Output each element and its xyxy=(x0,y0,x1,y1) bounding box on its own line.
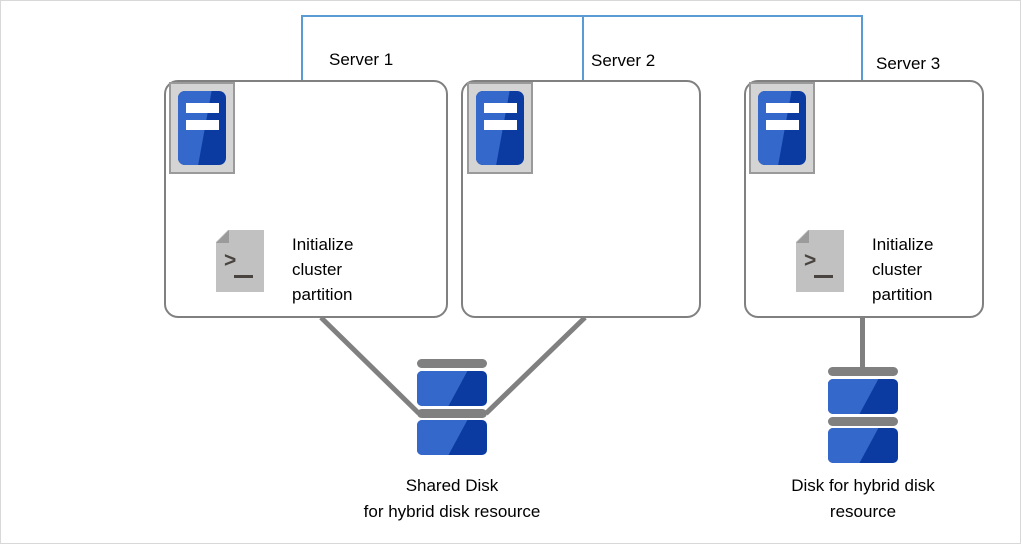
script-document-icon-3: > xyxy=(796,230,844,292)
document-fold-corner xyxy=(216,230,229,243)
network-drop-server-3 xyxy=(861,15,863,81)
server-1-label: Server 1 xyxy=(329,50,394,69)
server-icon-bar xyxy=(484,103,517,113)
caption-line: Disk for hybrid disk xyxy=(791,476,935,495)
action-line: cluster xyxy=(872,259,923,279)
action-line: Initialize xyxy=(872,235,934,254)
prompt-caret-icon: > xyxy=(804,249,817,272)
server-3-label: Server 3 xyxy=(876,54,941,73)
disk-platter-bar xyxy=(828,367,898,376)
server-icon-bar xyxy=(766,120,799,130)
prompt-cursor-icon xyxy=(814,275,833,278)
server-icon-bar xyxy=(186,120,219,130)
disk-highlight xyxy=(417,420,468,455)
server-icon-body xyxy=(758,91,806,165)
action-line: Initialize xyxy=(292,235,354,254)
disk-body-lower xyxy=(828,428,898,463)
prompt-cursor-icon xyxy=(234,275,253,278)
caption-line: Shared Disk xyxy=(405,476,499,495)
connector-server1-shared-disk xyxy=(319,315,421,416)
disk-body-upper xyxy=(828,379,898,414)
disk-highlight xyxy=(828,379,879,414)
hybrid-disk-icon[interactable] xyxy=(828,367,898,463)
server-1-action-text: Initialize cluster partition xyxy=(292,233,353,308)
script-document-icon-1: > xyxy=(216,230,264,292)
server-icon-2 xyxy=(467,82,533,174)
shared-disk-caption: Shared Disk for hybrid disk resource xyxy=(302,473,602,524)
disk-platter-bar xyxy=(417,359,487,368)
disk-platter-bar xyxy=(417,409,487,418)
disk-highlight xyxy=(417,371,468,406)
disk-body-upper xyxy=(417,371,487,406)
disk-platter-bar xyxy=(828,417,898,426)
server-icon-body xyxy=(178,91,226,165)
shared-disk-icon[interactable] xyxy=(417,359,487,455)
server-icon-1 xyxy=(169,82,235,174)
action-line: partition xyxy=(872,284,933,304)
connector-server2-shared-disk xyxy=(484,315,587,416)
server-icon-bar xyxy=(484,120,517,130)
hybrid-disk-caption: Disk for hybrid disk resource xyxy=(713,473,1013,524)
disk-highlight xyxy=(828,428,879,463)
prompt-caret-icon: > xyxy=(224,249,237,272)
disk-body-lower xyxy=(417,420,487,455)
network-drop-server-1 xyxy=(301,15,303,81)
caption-line: resource xyxy=(829,501,897,521)
server-icon-3 xyxy=(749,82,815,174)
action-line: partition xyxy=(292,284,353,304)
network-drop-server-2 xyxy=(582,15,584,81)
server-3-action-text: Initialize cluster partition xyxy=(872,233,933,308)
caption-line: for hybrid disk resource xyxy=(363,501,541,521)
server-2-label: Server 2 xyxy=(591,51,656,70)
server-icon-body xyxy=(476,91,524,165)
server-icon-bar xyxy=(766,103,799,113)
action-line: cluster xyxy=(292,259,343,279)
connector-server3-hybrid-disk xyxy=(860,315,865,373)
server-icon-bar xyxy=(186,103,219,113)
